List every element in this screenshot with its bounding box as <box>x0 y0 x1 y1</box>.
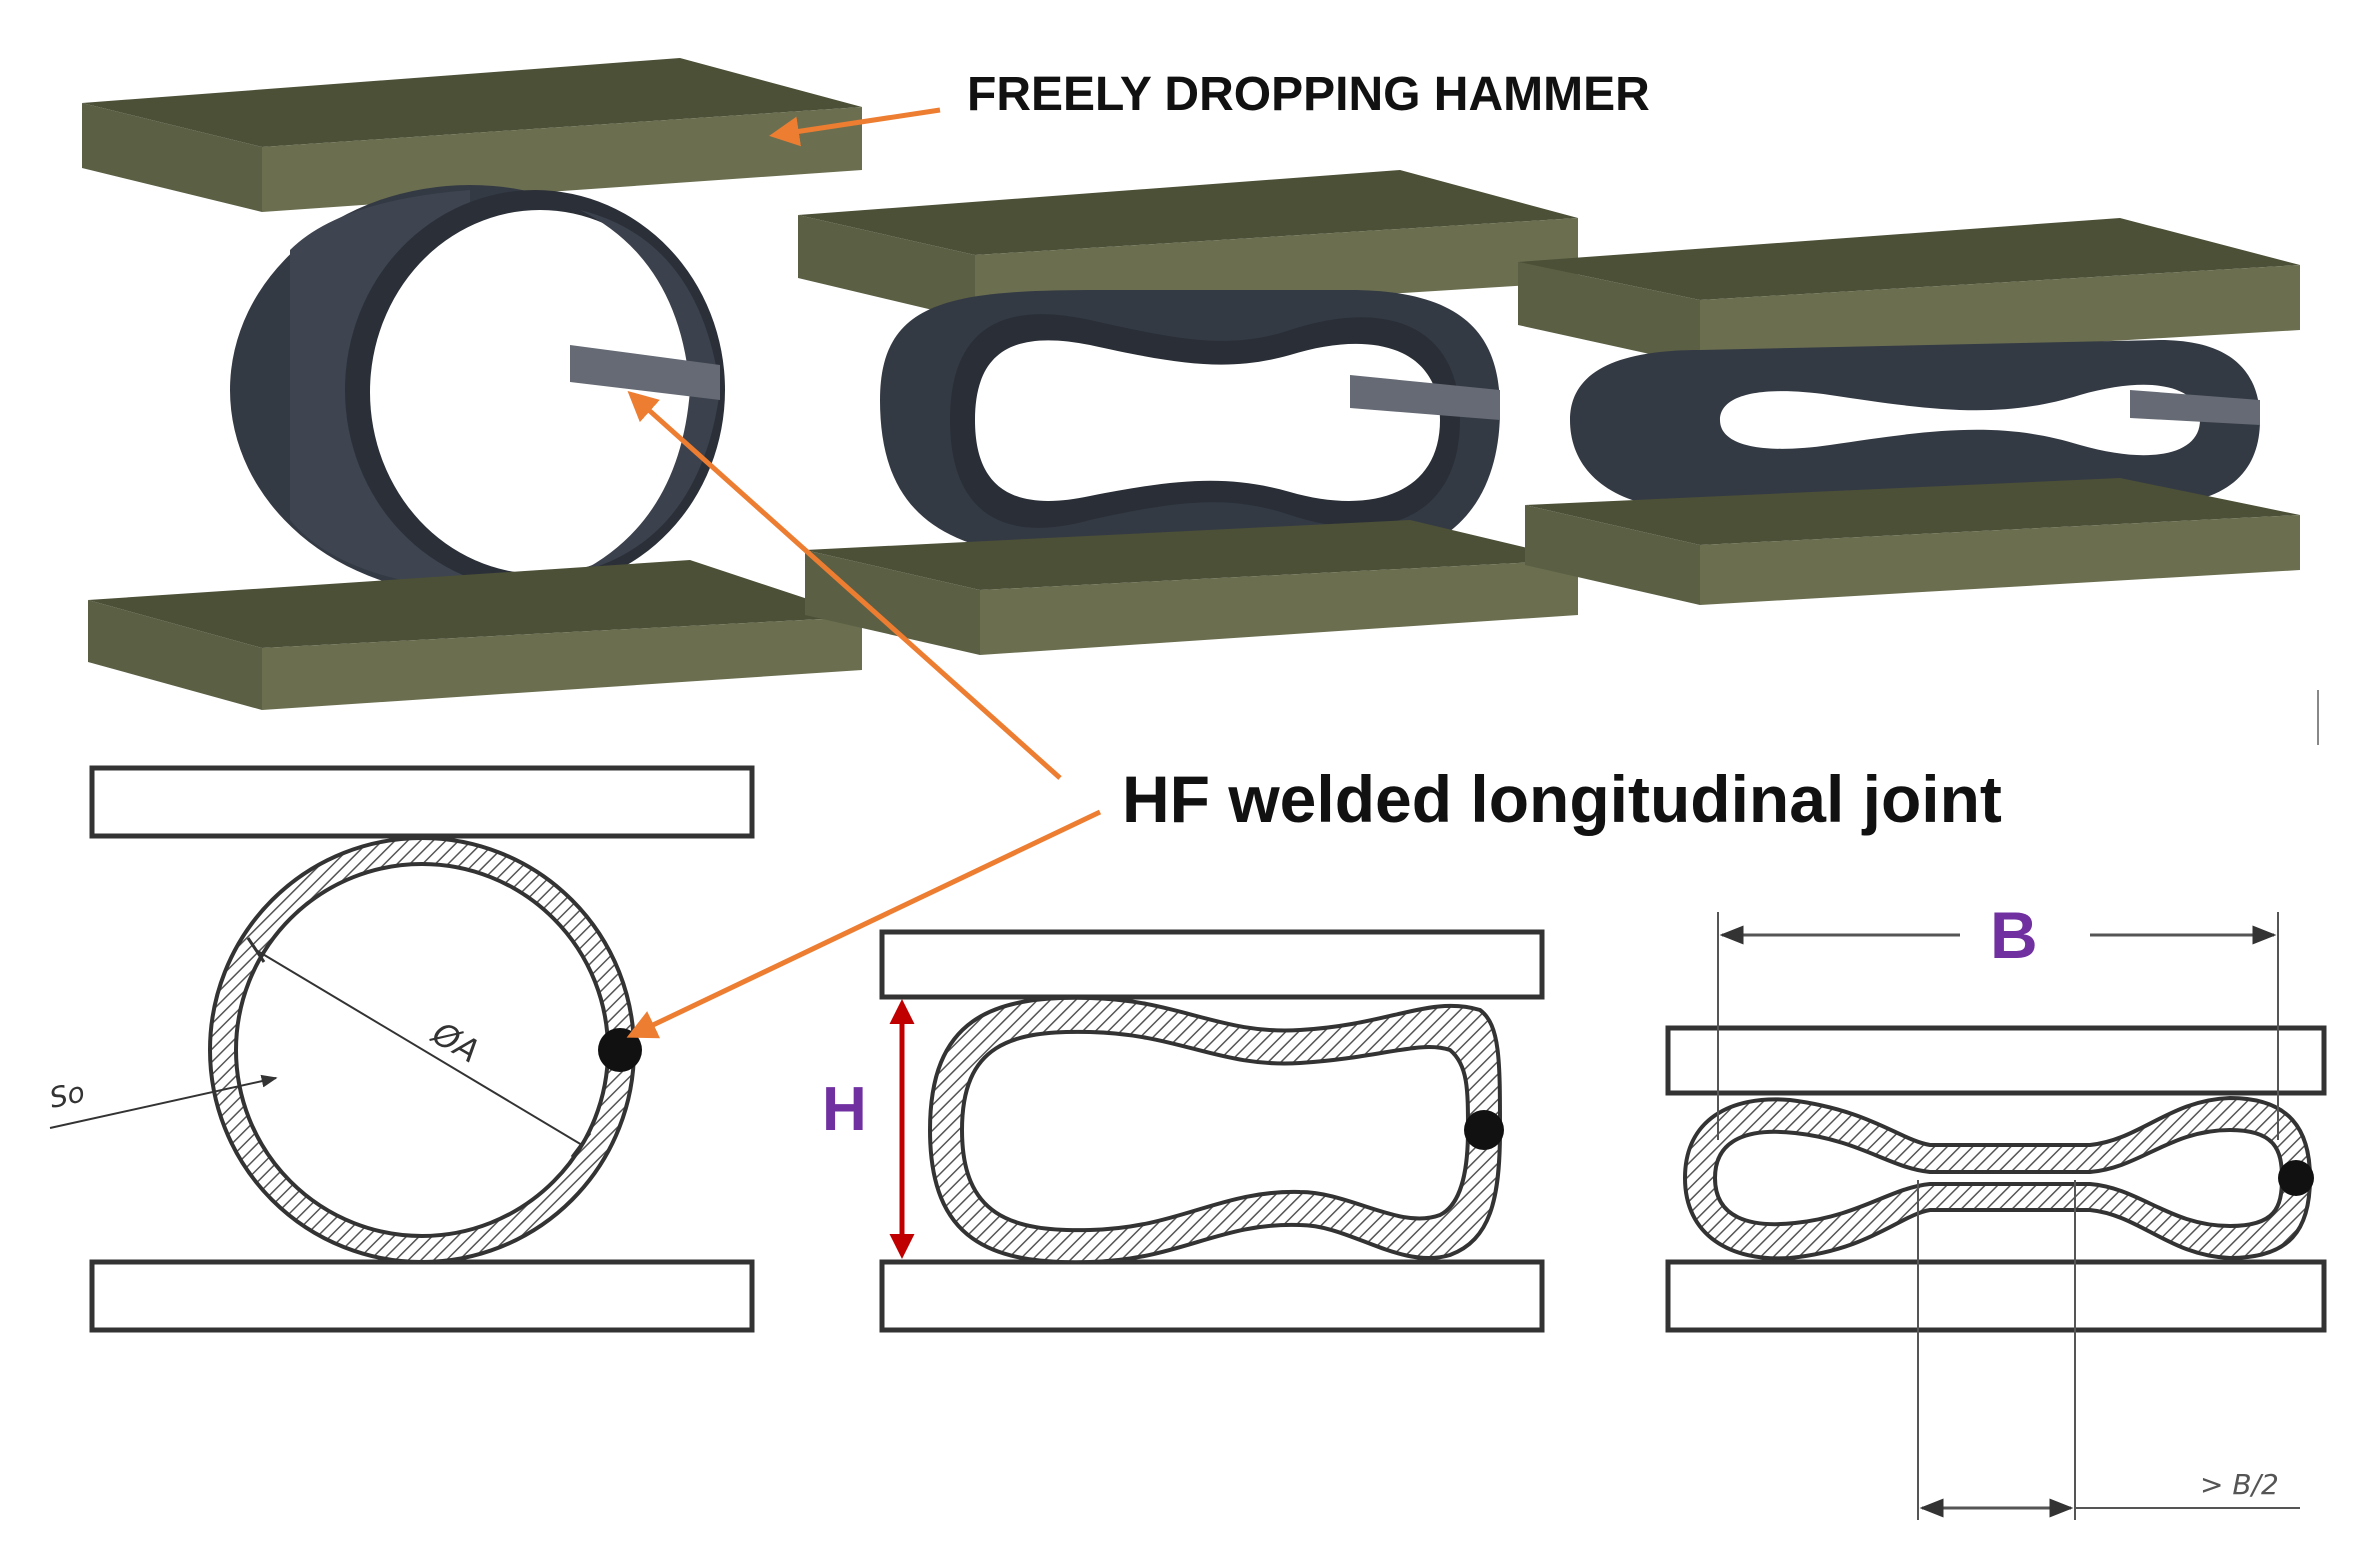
diameter-line <box>255 949 583 1146</box>
lower-plate-2d-1 <box>89 1259 755 1333</box>
stage-3-2d: B > B/2 <box>1665 898 2327 1520</box>
height-label: H <box>822 1075 867 1144</box>
hammer-plate-3 <box>1518 218 2300 365</box>
weld-dot-3 <box>2278 1160 2314 1196</box>
stage-1-3d <box>82 58 862 710</box>
anvil-plate-2 <box>805 520 1578 655</box>
upper-plate-2d-2 <box>879 929 1545 1000</box>
tube-oval-3d <box>880 290 1500 560</box>
joint-arrow-2d <box>626 809 1102 1039</box>
half-width-label: > B/2 <box>2200 1468 2279 1501</box>
joint-arrow-3d <box>627 390 1062 780</box>
hammer-plate-1 <box>82 58 862 212</box>
stage-3-3d <box>1518 218 2319 745</box>
stage-2-3d <box>798 170 1578 655</box>
anvil-plate-3 <box>1525 478 2300 605</box>
lower-plate-2d-2 <box>879 1259 1545 1333</box>
tube-flat-3d <box>1570 340 2260 510</box>
width-label: B <box>1990 898 2038 972</box>
wall-thickness-arrow <box>49 1074 278 1129</box>
tube-round-3d <box>230 185 725 595</box>
weld-dot-2 <box>1464 1110 1504 1150</box>
hammer-label: FREELY DROPPING HAMMER <box>967 68 1650 121</box>
wall-thickness-label: So <box>47 1075 88 1115</box>
upper-plate-2d-1 <box>89 765 755 839</box>
callouts: FREELY DROPPING HAMMER HF welded longitu… <box>626 68 2002 1039</box>
lower-plate-2d-3 <box>1665 1259 2327 1333</box>
joint-label: HF welded longitudinal joint <box>1122 762 2002 836</box>
anvil-plate-1 <box>88 560 862 710</box>
upper-plate-2d-3 <box>1665 1025 2327 1096</box>
weld-seam-3d <box>570 345 720 400</box>
stage-1-2d: ØA So <box>47 765 755 1333</box>
hammer-arrow <box>769 107 941 147</box>
weld-dot-1 <box>598 1028 642 1072</box>
stage-2-2d: H <box>822 929 1545 1333</box>
